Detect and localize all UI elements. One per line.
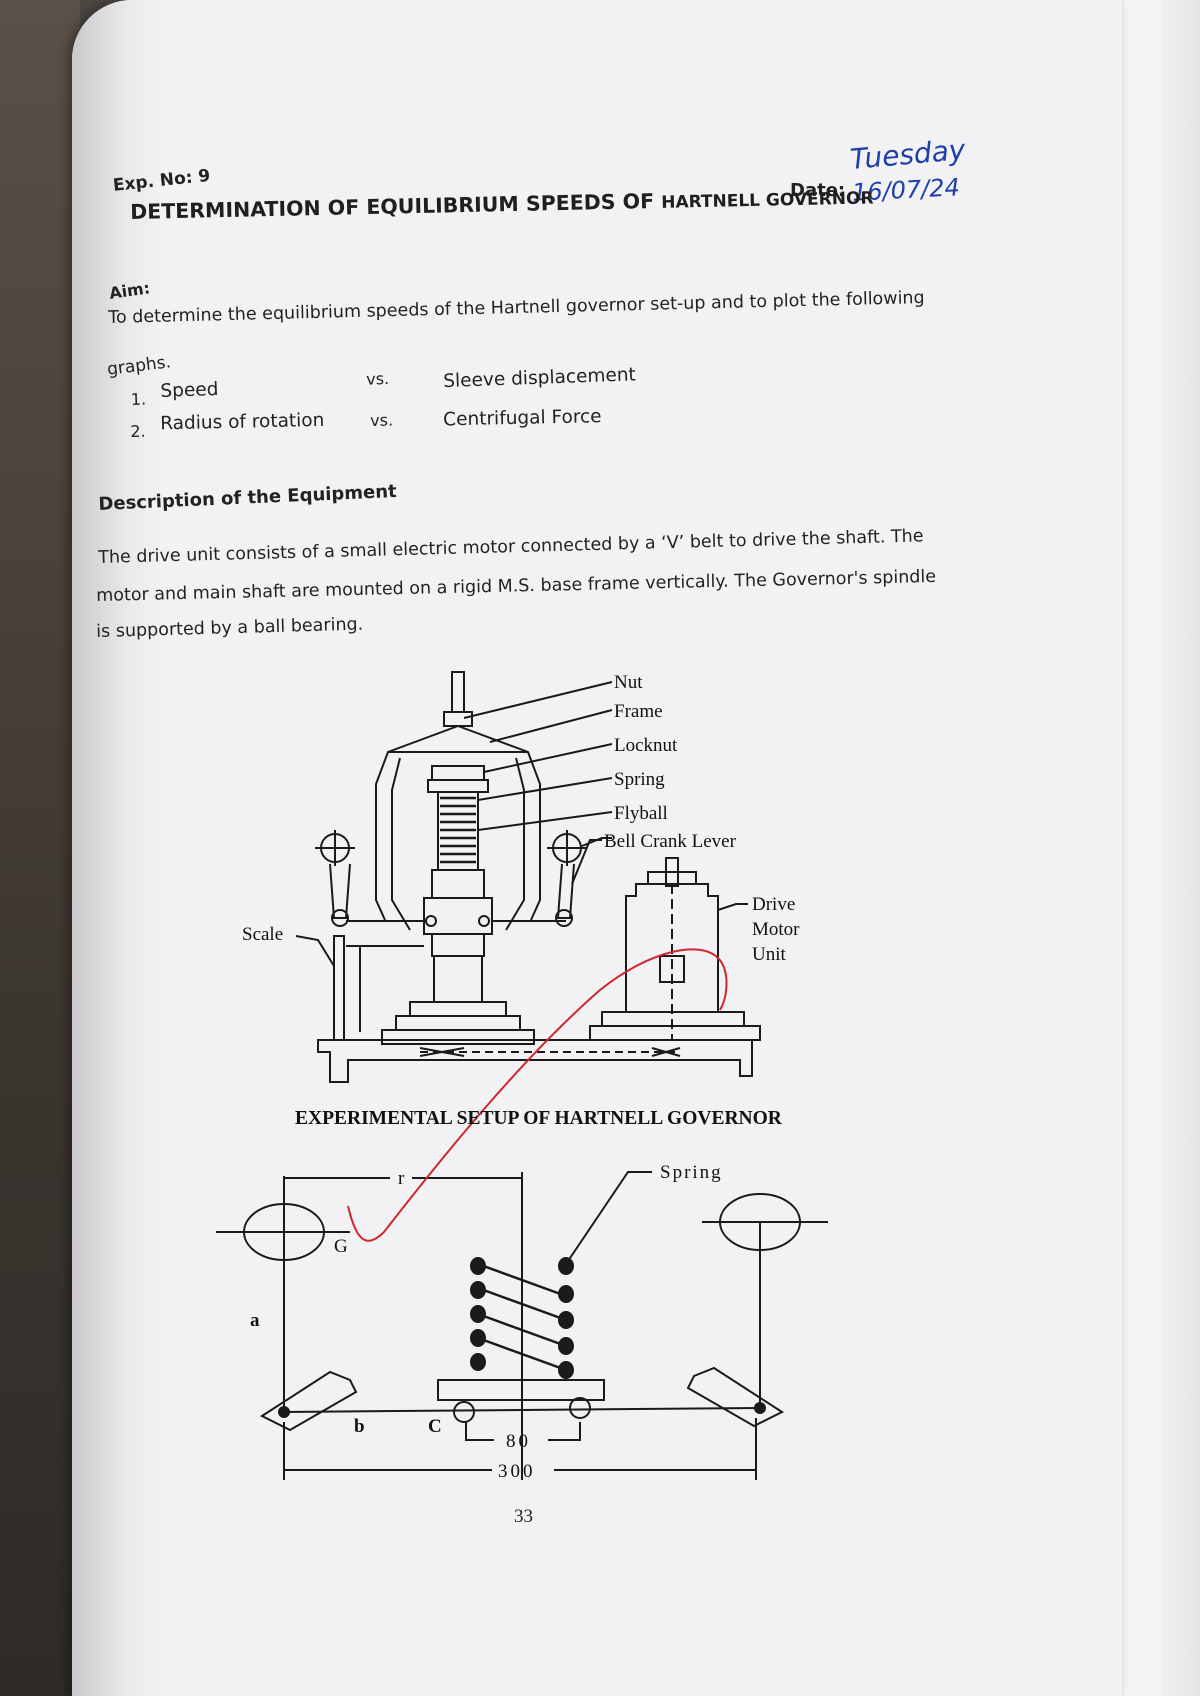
- base-frame: [317, 1039, 753, 1083]
- spindle-top: [451, 671, 465, 713]
- frame-right: [457, 725, 541, 921]
- spring-section-dots: [470, 1257, 574, 1379]
- hartnell-schematic-labels: r Spring G a b C 80 300: [250, 1162, 723, 1482]
- label-a: a: [250, 1310, 260, 1331]
- sleeve-platform: [437, 1379, 605, 1401]
- label-motor: Motor: [752, 919, 800, 940]
- frame-left: [375, 725, 459, 921]
- nut-shape: [443, 711, 473, 727]
- label-b: b: [354, 1416, 365, 1437]
- date-label: Date:: [790, 180, 846, 201]
- label-r: r: [398, 1168, 405, 1189]
- label-unit: Unit: [752, 944, 787, 965]
- hartnell-schematic-drawing: [216, 1171, 828, 1480]
- label-flyball: Flyball: [614, 803, 668, 824]
- dimension-300: 300: [498, 1461, 536, 1482]
- red-pen-mark: [347, 948, 728, 1242]
- label-scale: Scale: [242, 924, 283, 945]
- label-drive: Drive: [752, 894, 795, 915]
- experimental-setup-drawing: [295, 671, 761, 1083]
- label-spring-2: Spring: [660, 1162, 723, 1183]
- dimension-80: 80: [506, 1431, 531, 1452]
- label-g: G: [334, 1236, 348, 1257]
- figure-caption: EXPERIMENTAL SETUP OF HARTNELL GOVERNOR: [295, 1108, 782, 1129]
- label-bell-crank-lever: Bell Crank Lever: [604, 831, 737, 852]
- page-number: 33: [514, 1506, 533, 1527]
- label-locknut: Locknut: [614, 735, 678, 756]
- label-nut: Nut: [614, 672, 643, 693]
- document-page: [72, 0, 1122, 1696]
- page-curl: [72, 0, 162, 1696]
- label-frame: Frame: [614, 701, 663, 722]
- experimental-setup-labels: Nut Frame Locknut Spring Flyball Bell Cr…: [242, 672, 800, 965]
- locknut-shape: [431, 765, 485, 781]
- label-c: C: [428, 1416, 442, 1437]
- table-background: [0, 0, 80, 1696]
- scale-shape: [333, 935, 345, 1041]
- label-spring: Spring: [614, 769, 665, 790]
